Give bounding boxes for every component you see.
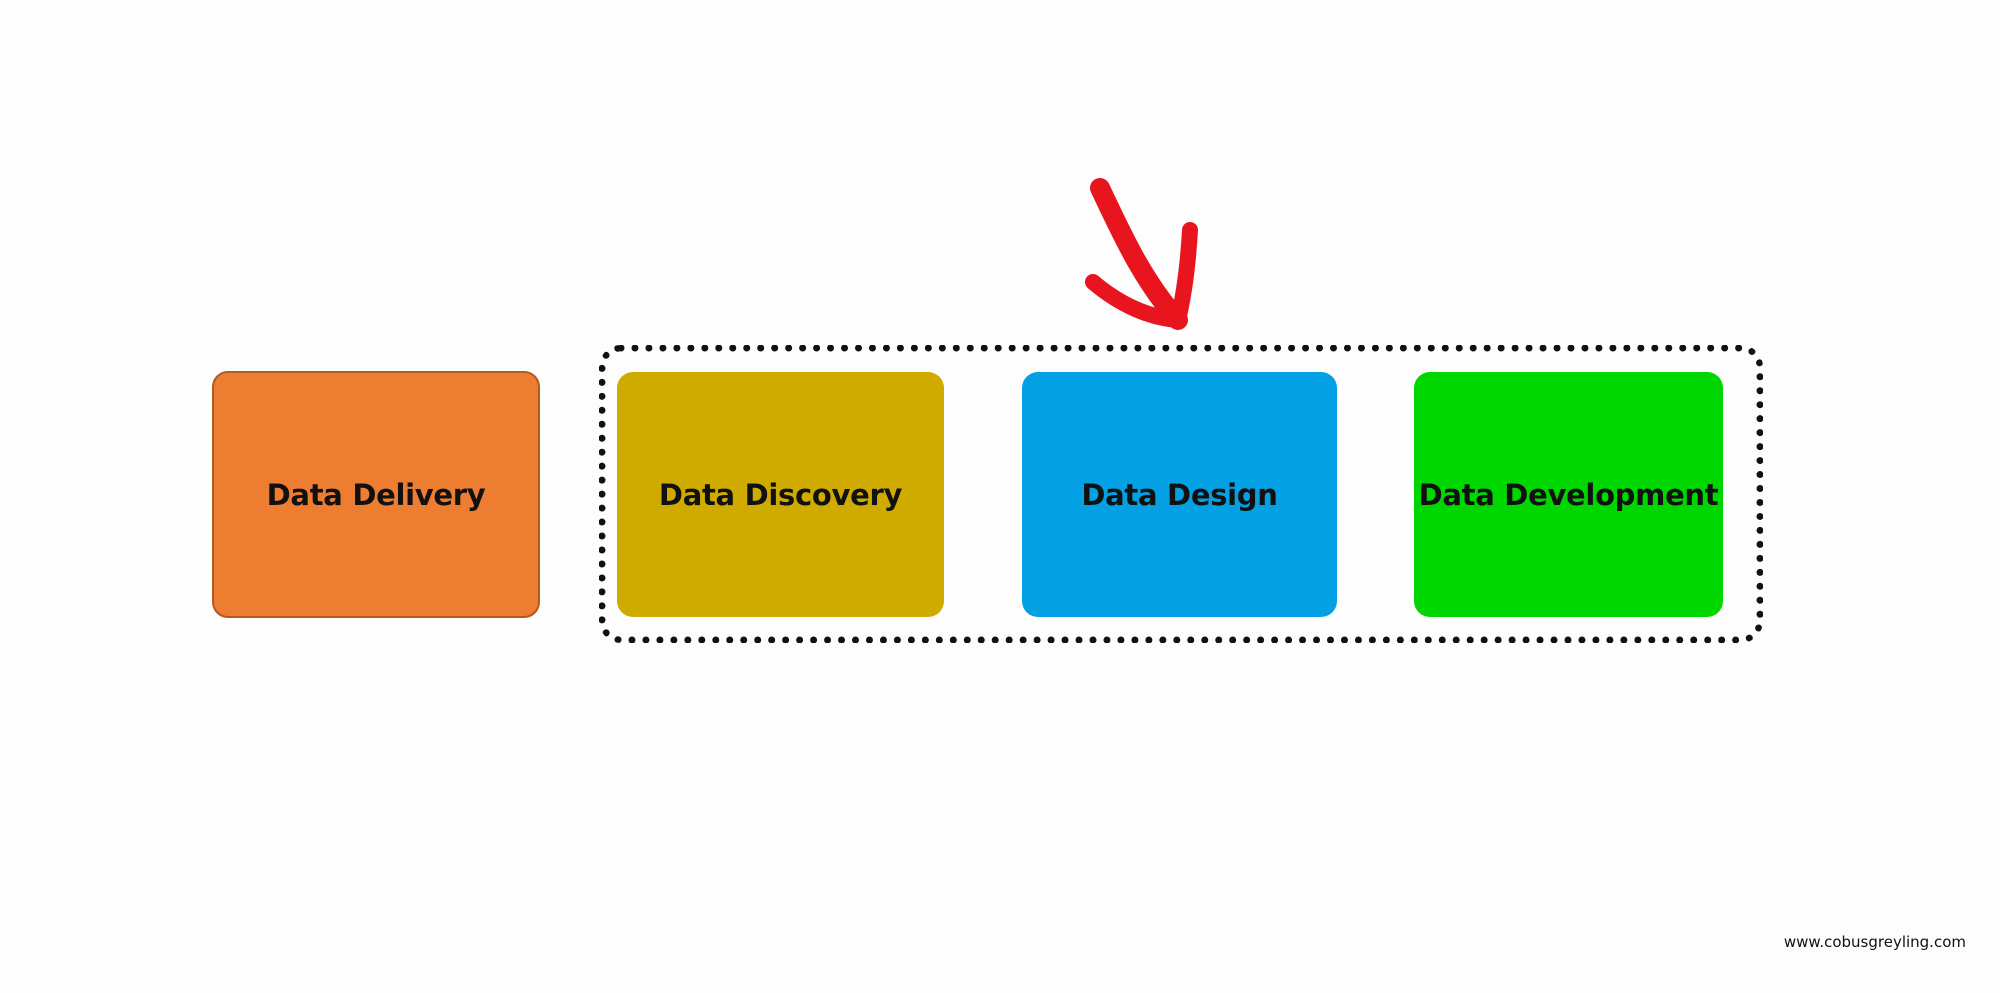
- data-design-label: Data Design: [1081, 477, 1278, 512]
- data-development-box: Data Development: [1414, 372, 1723, 617]
- dotted-group-outline: [599, 345, 1763, 643]
- red-arrow-icon: [1085, 178, 1198, 330]
- arrow-head-right: [1170, 222, 1198, 328]
- data-design-box: Data Design: [1022, 372, 1337, 617]
- data-discovery-label: Data Discovery: [658, 477, 903, 512]
- arrow-shaft-texture: [1103, 189, 1183, 319]
- data-development-label: Data Development: [1418, 477, 1719, 512]
- arrow-shaft: [1090, 178, 1188, 330]
- arrow-head-left: [1085, 274, 1186, 328]
- site-credit: www.cobusgreyling.com: [1783, 933, 1966, 951]
- data-delivery-label: Data Delivery: [266, 477, 486, 512]
- data-delivery-box: Data Delivery: [212, 371, 540, 618]
- data-discovery-box: Data Discovery: [617, 372, 944, 617]
